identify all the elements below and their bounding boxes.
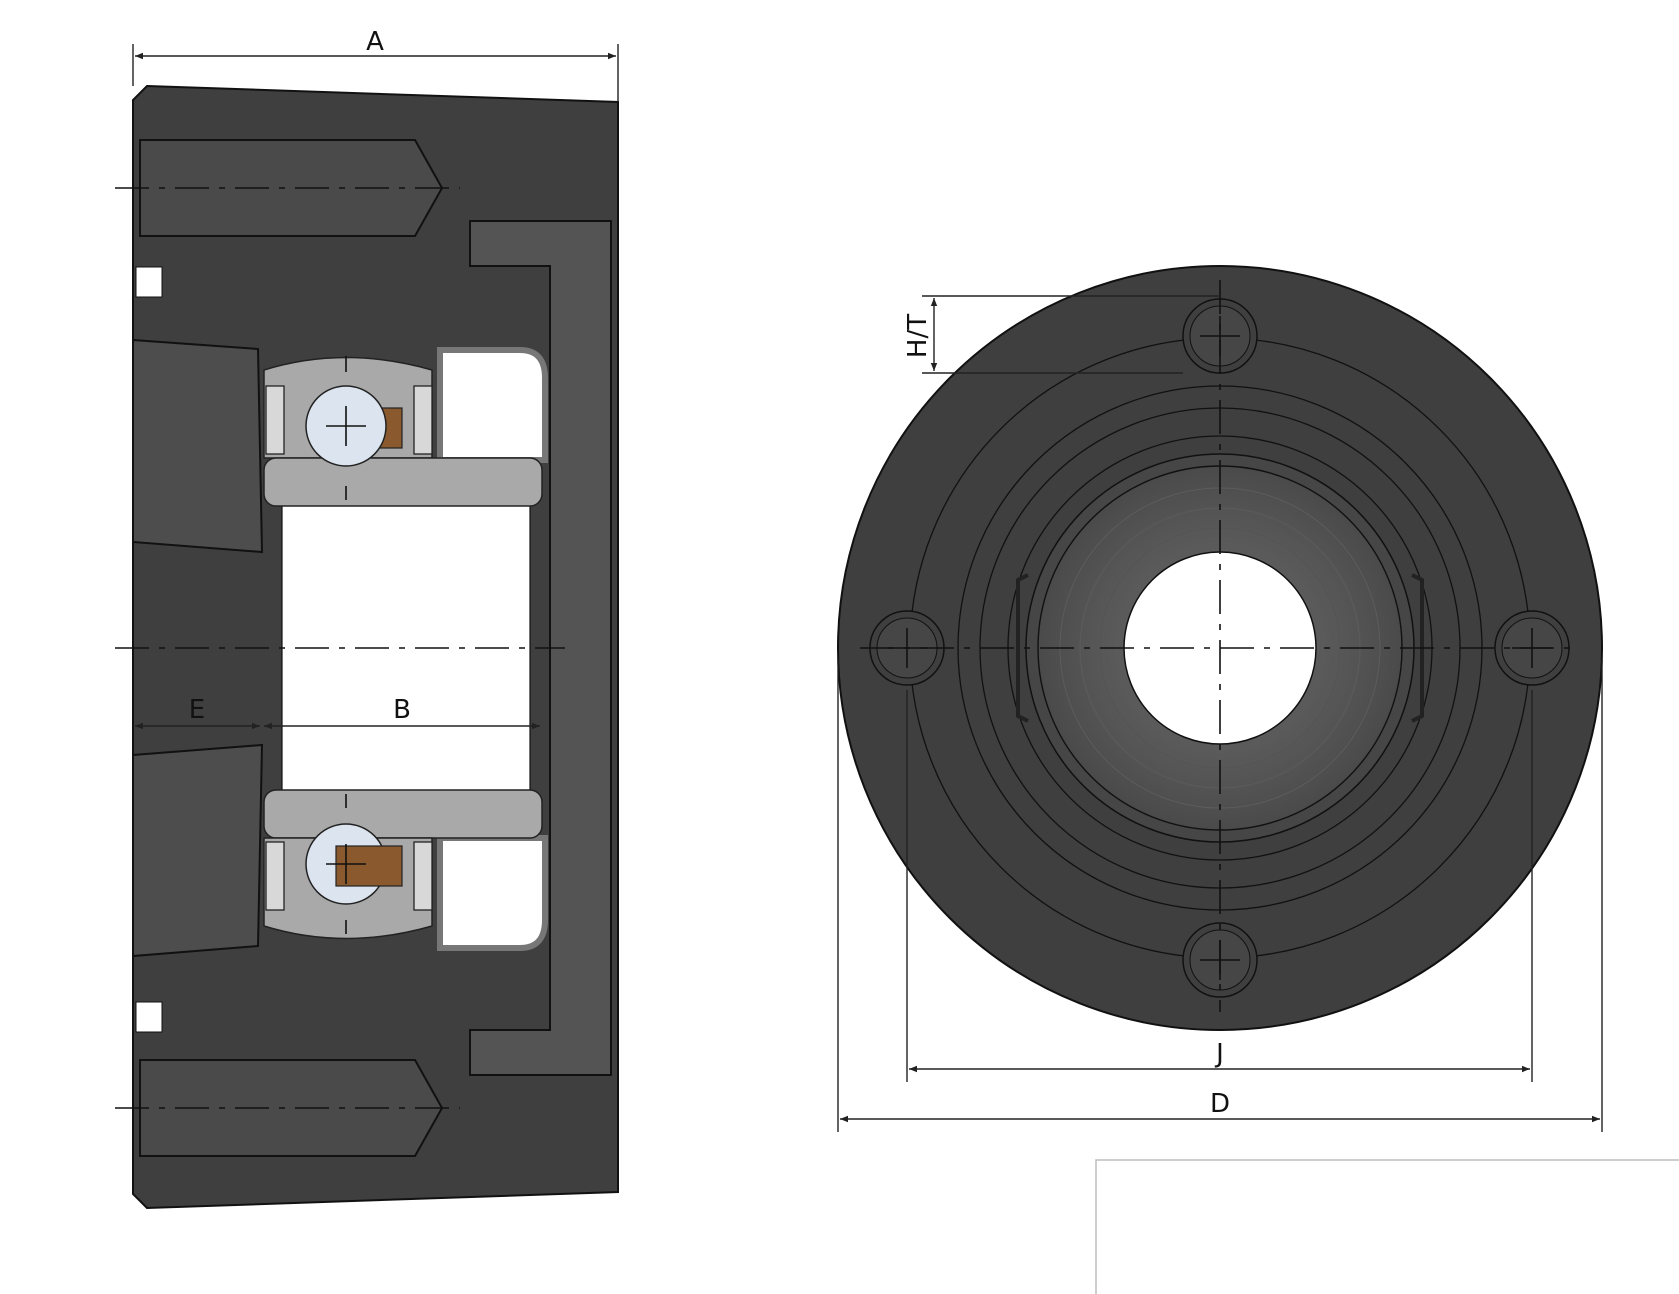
bolt-bore-top	[139, 139, 444, 237]
retaining-ring	[1016, 573, 1029, 723]
dim-label-j: J	[1214, 1039, 1224, 1069]
dim-label-e: E	[189, 695, 205, 725]
dimension-ht: H/T	[903, 295, 1220, 374]
bearing-lower	[263, 789, 548, 951]
grease-hole-bottom	[135, 1001, 163, 1033]
dimension-e: E	[135, 695, 260, 730]
ball-center-mark-upper	[326, 406, 366, 446]
seal-left-lower	[265, 841, 285, 911]
seal-right-lower	[413, 841, 433, 911]
front-view: H/T J D	[837, 265, 1603, 1132]
inner-ring-upper	[263, 457, 543, 507]
seal-left-upper	[265, 385, 285, 455]
dimension-d: D	[837, 660, 1603, 1132]
grease-hole-top	[135, 266, 163, 298]
bearing-upper	[263, 347, 548, 507]
dim-label-b: B	[393, 695, 411, 725]
tapered-bore-upper	[132, 338, 264, 554]
dim-label-a: A	[366, 27, 384, 57]
dimension-b: B	[264, 695, 540, 730]
spacer-sleeve-upper	[437, 347, 548, 463]
side-section-view: A E B	[115, 27, 619, 1210]
seal-right-upper	[413, 385, 433, 455]
tapered-bore-lower	[132, 743, 264, 958]
bolt-bore-bottom	[139, 1059, 444, 1157]
cage-lower	[335, 845, 403, 887]
dimension-j: J	[906, 690, 1533, 1082]
title-block-frame	[1095, 1159, 1679, 1294]
dim-label-ht: H/T	[903, 314, 933, 358]
dim-label-d: D	[1210, 1089, 1230, 1119]
spacer-sleeve-lower	[437, 835, 548, 951]
cover-plate	[469, 220, 612, 1076]
ball-center-mark-lower	[326, 844, 366, 884]
shaft-bore	[281, 503, 531, 797]
dimension-a: A	[132, 27, 619, 102]
inner-ring-lower	[263, 789, 543, 839]
